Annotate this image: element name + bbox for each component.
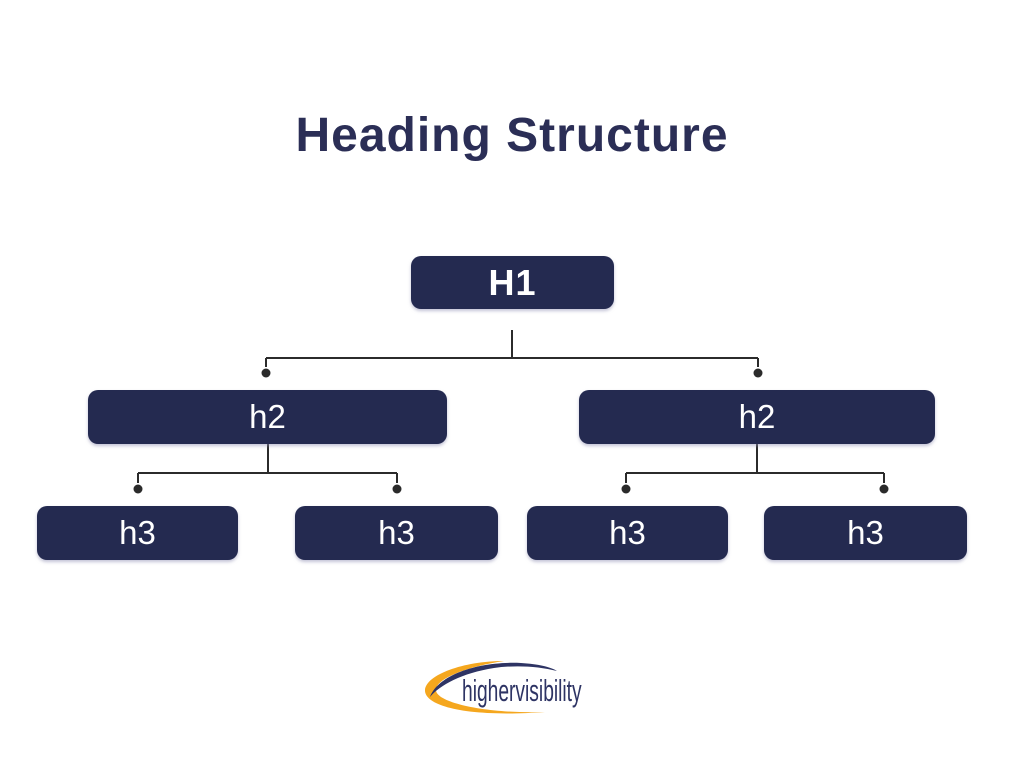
h3-node-2: h3 <box>295 506 498 560</box>
h1-node: H1 <box>411 256 614 309</box>
logo-text: highervisibility <box>462 673 582 708</box>
h3-node-label: h3 <box>847 514 884 551</box>
h3-node-3: h3 <box>527 506 728 560</box>
logo: highervisibility <box>418 655 618 719</box>
h2-node-label: h2 <box>249 398 286 435</box>
h2-node-label: h2 <box>738 398 776 435</box>
h3-node-4: h3 <box>764 506 967 560</box>
h2-node-right: h2 <box>579 390 935 444</box>
diagram-title: Heading Structure <box>295 109 729 162</box>
h3-node-label: h3 <box>119 514 156 551</box>
h2-node-left: h2 <box>88 390 447 444</box>
h3-node-label: h3 <box>609 514 646 551</box>
h1-node-label: H1 <box>488 261 537 303</box>
h3-node-label: h3 <box>378 514 415 551</box>
logo-swoosh-icon <box>424 661 557 714</box>
h3-node-1: h3 <box>37 506 238 560</box>
